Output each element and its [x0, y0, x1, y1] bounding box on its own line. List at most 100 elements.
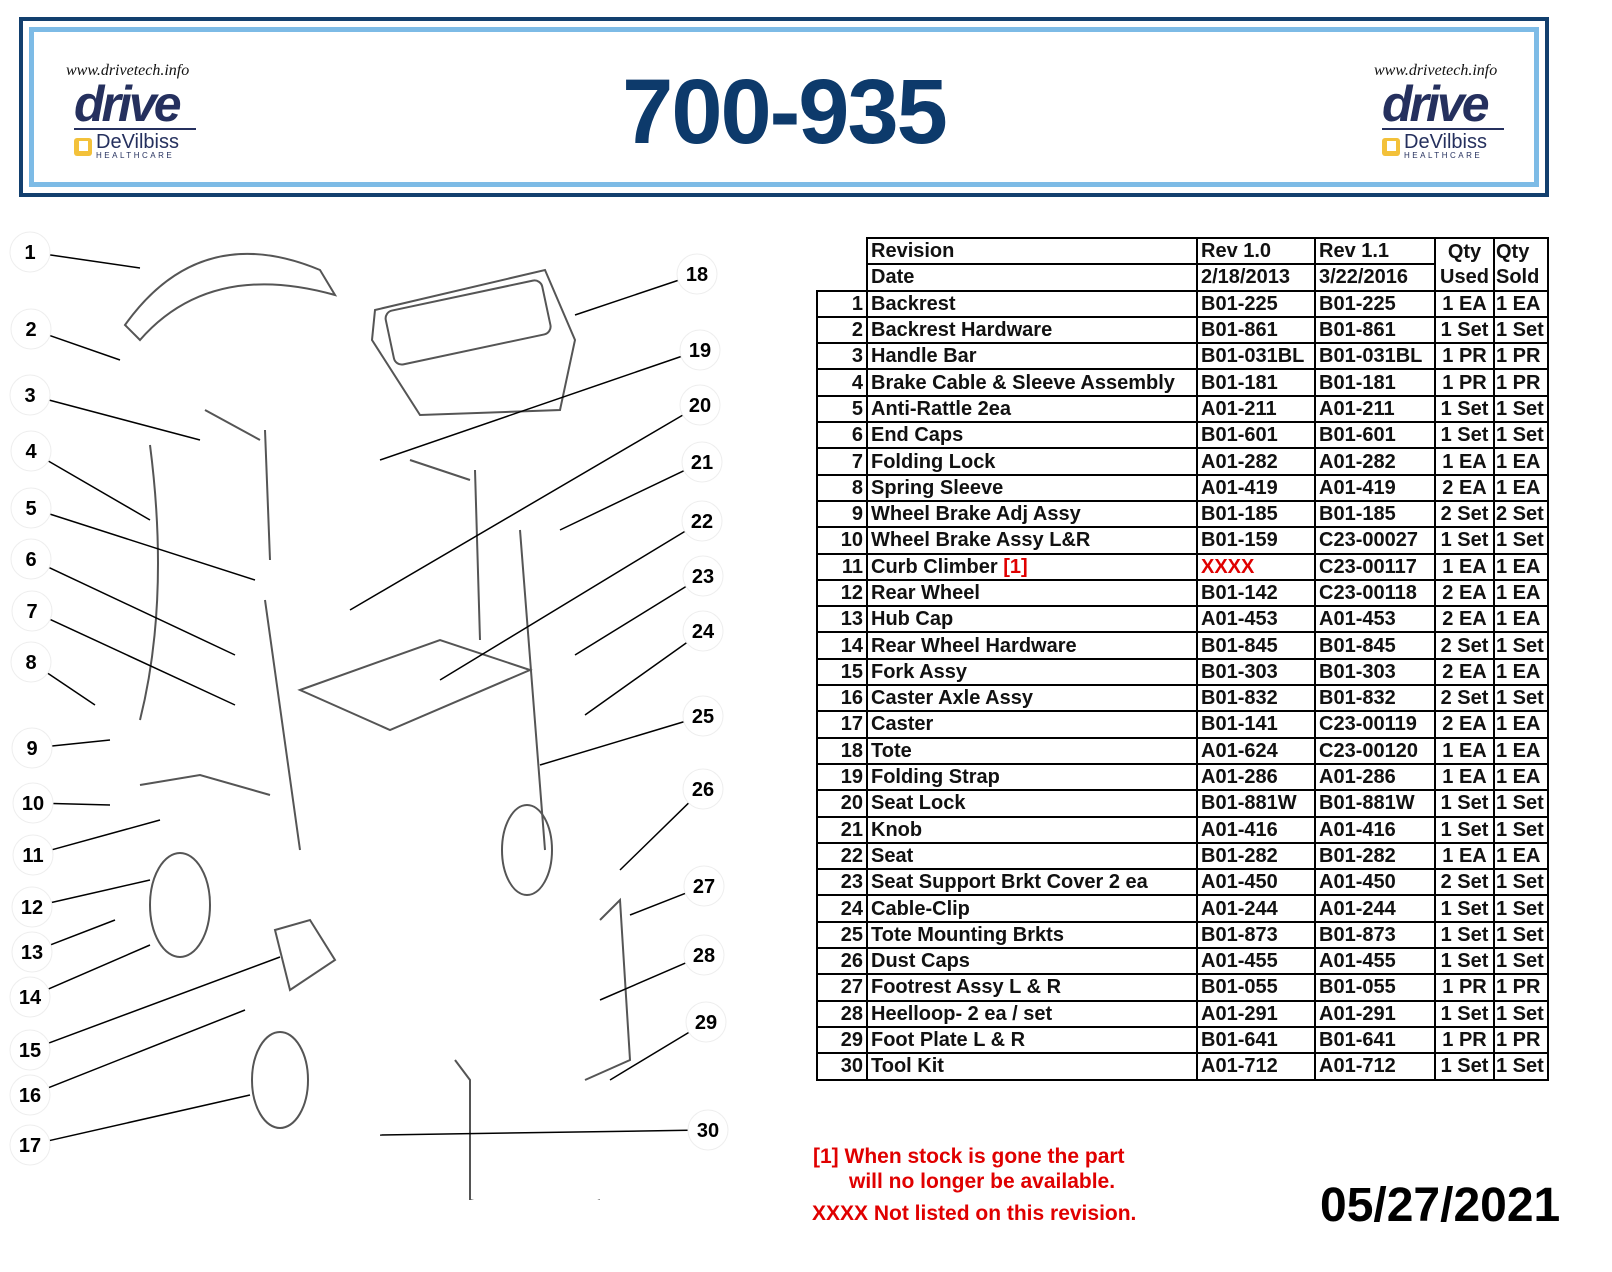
callout-30: 30: [379, 1109, 729, 1151]
callout-number: 12: [21, 897, 43, 919]
callout-number: 20: [689, 395, 711, 417]
header-rev11: Rev 1.1: [1314, 236, 1436, 266]
part-description: Anti-Rattle 2ea: [866, 394, 1198, 424]
leader-line: [49, 334, 121, 361]
callout-number: 15: [19, 1040, 41, 1062]
callout-3: 3: [9, 374, 201, 441]
callout-24: 24: [584, 610, 724, 716]
leader-line: [51, 879, 151, 904]
callout-6: 6: [10, 538, 236, 656]
rev11-part-number: B01-601: [1314, 421, 1436, 450]
rev1-part-number: B01-845: [1196, 631, 1316, 660]
rev1-part-number: A01-450: [1196, 868, 1316, 897]
qty-sold: 1 Set: [1493, 1052, 1549, 1081]
qty-used: 2 EA: [1434, 605, 1495, 634]
qty-used: 1 Set: [1434, 789, 1495, 818]
qty-sold: 1 Set: [1493, 526, 1549, 555]
rev11-part-number: A01-286: [1314, 762, 1436, 792]
rev11-part-number: B01-055: [1314, 973, 1436, 1002]
devilbiss-wordmark: DeVilbiss: [96, 131, 179, 153]
leader-line: [609, 1031, 690, 1081]
rev11-part-number: B01-861: [1314, 315, 1436, 345]
callout-circle: [9, 1074, 51, 1116]
item-number: 26: [816, 947, 868, 976]
part-description: Rear Wheel: [866, 578, 1198, 608]
callout-14: 14: [9, 944, 151, 1018]
rev11-part-number: B01-873: [1314, 920, 1436, 950]
qty-sold: 1 PR: [1493, 368, 1549, 397]
rev11-part-number: A01-712: [1314, 1052, 1436, 1081]
qty-sold: 1 EA: [1493, 657, 1549, 687]
qty-sold: 1 EA: [1493, 289, 1549, 318]
qty-used: 2 Set: [1434, 868, 1495, 897]
qty-sold: 1 EA: [1493, 736, 1549, 765]
item-number: 24: [816, 894, 868, 923]
callout-13: 13: [11, 919, 116, 973]
qty-used: 2 EA: [1434, 578, 1495, 608]
qty-used: 1 EA: [1434, 841, 1495, 871]
rev1-part-number: B01-181: [1196, 368, 1316, 397]
callout-circle: [9, 1124, 51, 1166]
qty-used: 1 Set: [1434, 999, 1495, 1028]
rev1-part-number: A01-244: [1196, 894, 1316, 923]
leader-line: [574, 279, 679, 316]
leader-line: [47, 672, 96, 706]
callout-number: 3: [24, 385, 35, 407]
part-description: Seat: [866, 841, 1198, 871]
callout-circle: [681, 500, 723, 542]
item-number: 20: [816, 789, 868, 818]
rev1-part-number: A01-211: [1196, 394, 1316, 424]
part-description: Caster Axle Assy: [866, 684, 1198, 713]
rev11-part-number: B01-641: [1314, 1025, 1436, 1055]
callout-10: 10: [12, 782, 111, 824]
leader-line: [49, 618, 236, 706]
leader-line: [539, 721, 685, 766]
callout-circle: [10, 308, 52, 350]
leader-line: [574, 585, 687, 656]
rev11-part-number: B01-185: [1314, 499, 1436, 529]
rev1-part-number: B01-185: [1196, 499, 1316, 529]
qty-used: 1 Set: [1434, 815, 1495, 844]
callout-2: 2: [10, 308, 121, 361]
callout-number: 19: [689, 340, 711, 362]
callout-circle: [10, 430, 52, 472]
qty-sold: 1 Set: [1493, 894, 1549, 923]
callout-circle: [12, 834, 54, 876]
qty-used: 1 PR: [1434, 1025, 1495, 1055]
part-description: Folding Strap: [866, 762, 1198, 792]
callout-number: 5: [25, 498, 36, 520]
callout-21: 21: [559, 441, 723, 531]
part-description: Cable-Clip: [866, 894, 1198, 923]
callout-12: 12: [11, 879, 151, 928]
callout-circle: [9, 374, 51, 416]
document-date: 05/27/2021: [1320, 1179, 1561, 1232]
callout-number: 16: [19, 1085, 41, 1107]
callout-number: 11: [22, 845, 43, 867]
website-url: www.drivetech.info: [66, 62, 190, 79]
callout-18: 18: [574, 253, 718, 316]
rev1-part-number: B01-832: [1196, 684, 1316, 713]
qty-used: 1 PR: [1434, 973, 1495, 1002]
part-description: Handle Bar: [866, 342, 1198, 371]
rear-wheel-part: [149, 852, 211, 958]
rev11-part-number: B01-832: [1314, 684, 1436, 713]
qty-used: 2 Set: [1434, 684, 1495, 713]
part-description: Tote: [866, 736, 1198, 765]
item-number: 7: [816, 447, 868, 476]
callout-25: 25: [539, 695, 724, 766]
rear-wheel-part: [501, 804, 553, 896]
rev11-part-number: C23-00119: [1314, 710, 1436, 739]
callout-circle: [676, 253, 718, 295]
callout-number: 1: [24, 242, 35, 264]
rev1-part-number: A01-291: [1196, 999, 1316, 1028]
rollator-drawing: [123, 252, 632, 1200]
exploded-parts-diagram: 1234567891011121314151617181920212223242…: [9, 231, 729, 1200]
